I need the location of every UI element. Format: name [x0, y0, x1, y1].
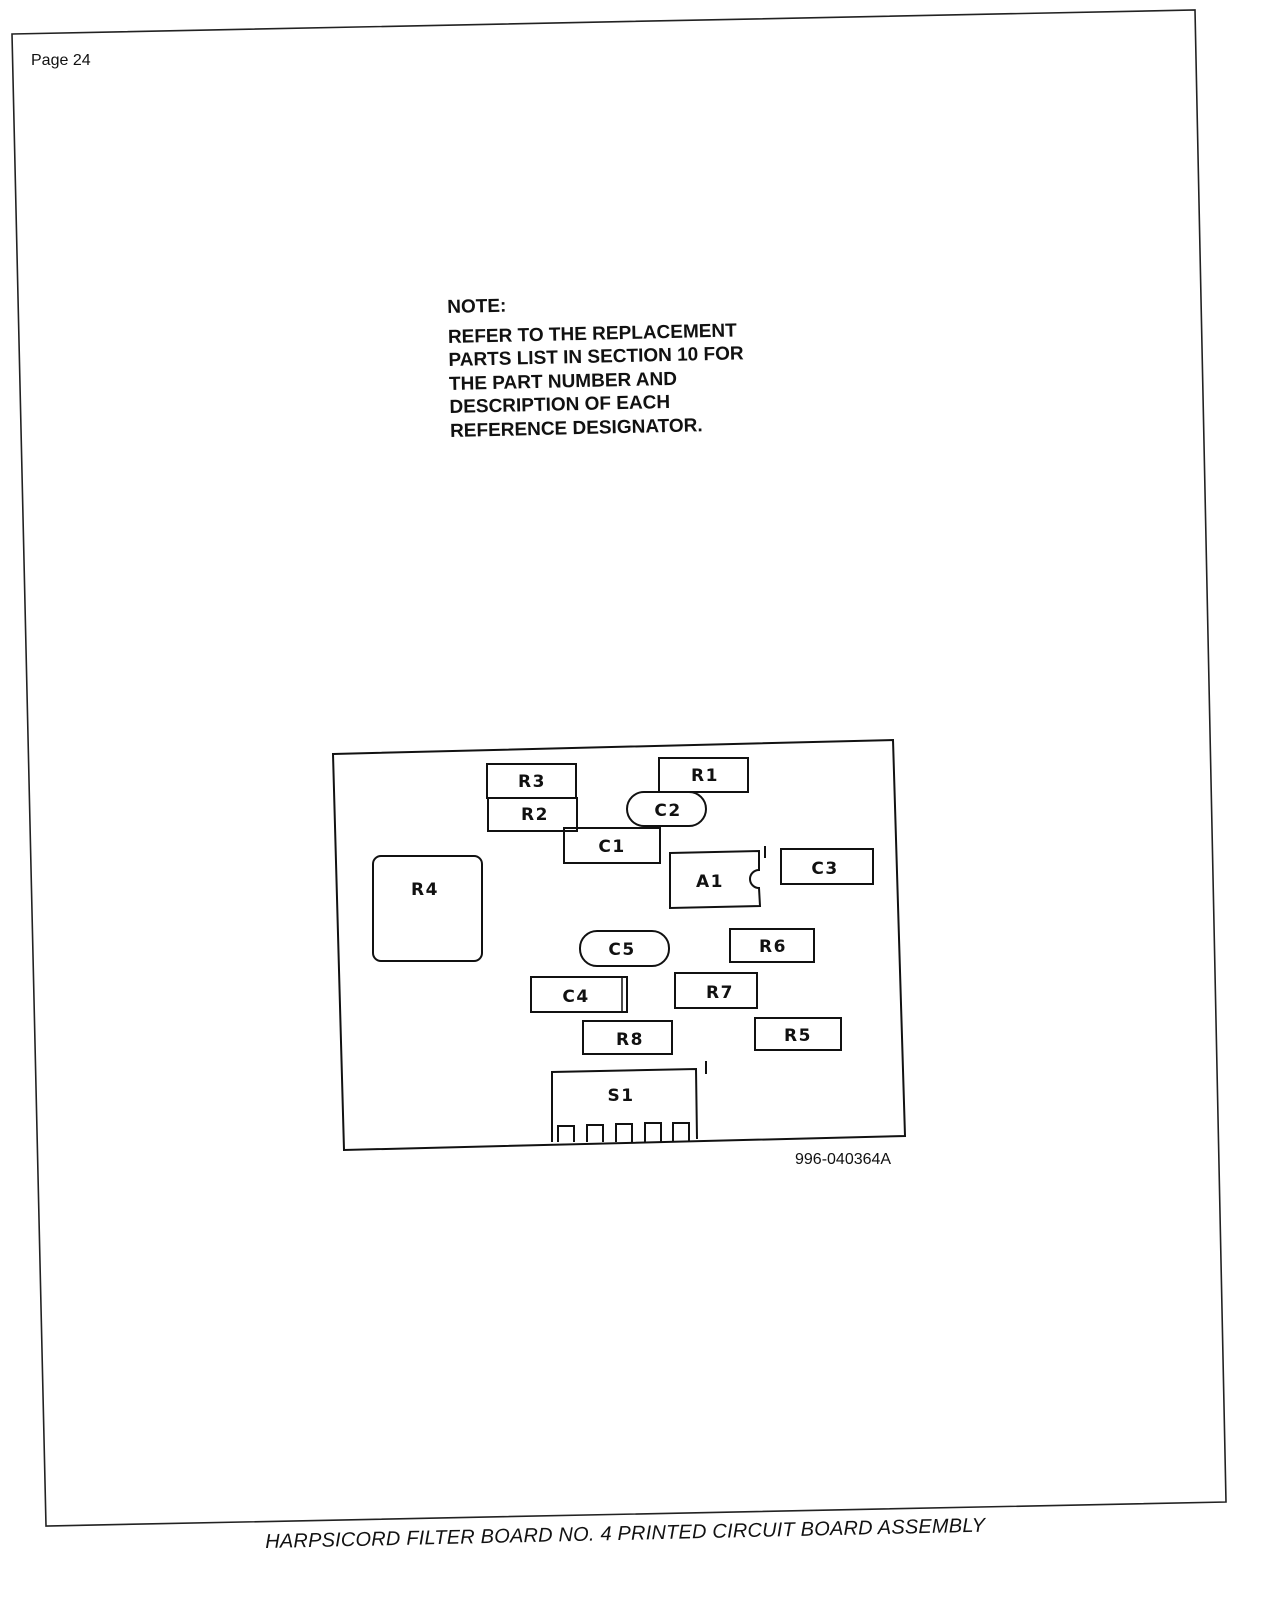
label-r4: R4 [411, 880, 439, 900]
component-r7-outline [674, 972, 758, 1009]
drawing-number: 996-040364A [795, 1151, 892, 1168]
component-c3-outline [780, 848, 874, 885]
label-c1: C1 [598, 837, 625, 857]
label-r2: R2 [521, 805, 549, 825]
component-r6-outline [729, 928, 815, 963]
label-r3: R3 [518, 772, 546, 792]
component-r8-outline [582, 1020, 673, 1055]
board-outline [331, 738, 907, 1152]
component-r1-outline [658, 757, 749, 793]
s1-teeth [557, 1122, 690, 1142]
component-c2-outline [626, 791, 707, 827]
component-c4-outline [530, 976, 628, 1013]
component-r4-outline [372, 855, 483, 962]
component-a1-outline [669, 849, 762, 910]
label-r7: R7 [706, 983, 734, 1003]
label-r1: R1 [691, 766, 719, 786]
label-r8: R8 [616, 1030, 644, 1050]
component-s1-outline [551, 1067, 698, 1142]
label-a1: A1 [696, 872, 724, 892]
label-c4: C4 [562, 987, 589, 1007]
label-c2: C2 [654, 801, 681, 821]
page-number: Page 24 [31, 52, 91, 69]
label-c3: C3 [811, 859, 838, 879]
circuit-board-diagram: R3 R2 R1 C2 C1 R4 A1 C3 C5 R6 C4 R7 R8 R… [331, 738, 907, 1152]
component-r5-outline [754, 1017, 842, 1051]
label-c5: C5 [608, 940, 635, 960]
component-r2-outline [487, 797, 578, 832]
component-c1-outline [563, 827, 661, 864]
label-r5: R5 [784, 1026, 812, 1046]
component-c5-outline [579, 930, 670, 967]
label-r6: R6 [759, 937, 787, 957]
reference-note: NOTE: REFER TO THE REPLACEMENT PARTS LIS… [447, 289, 745, 443]
label-s1: S1 [607, 1086, 634, 1106]
